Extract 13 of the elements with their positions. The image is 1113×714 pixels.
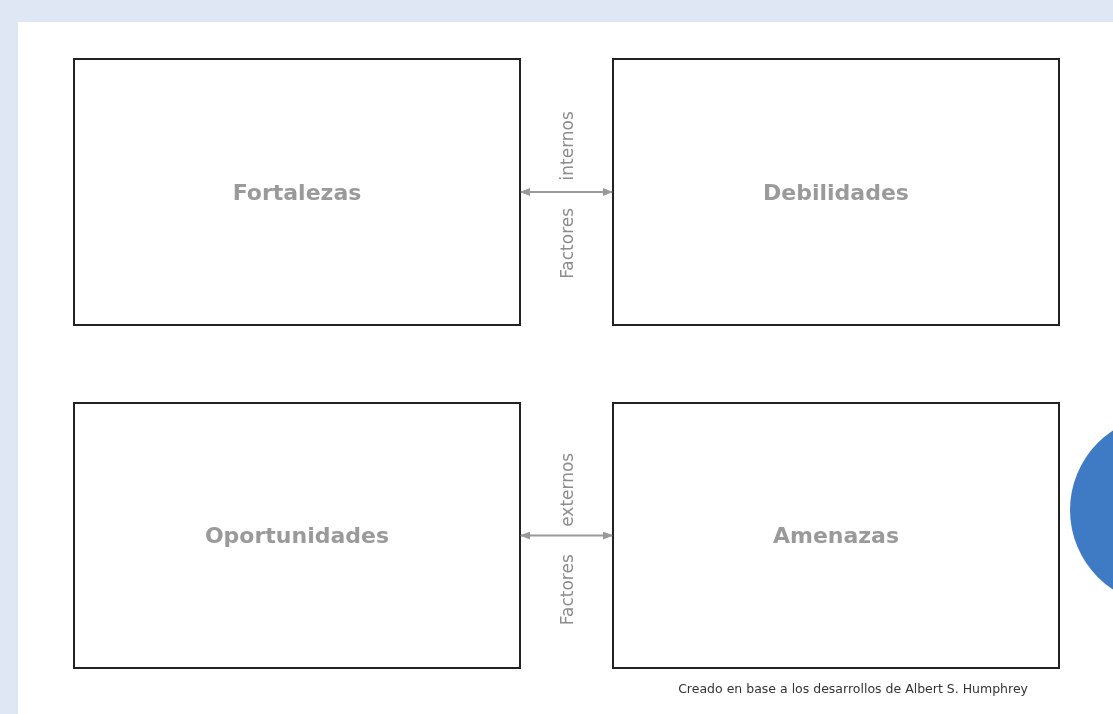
caption: Creado en base a los desarrollos de Albert S. Humphrey [678,681,1028,696]
quadrant-title: Fortalezas [232,179,362,205]
quadrant-box [73,402,521,669]
edge-label: Factores internos [556,111,577,279]
double-arrow [520,531,613,540]
quadrant-title: Debilidades [763,179,909,205]
quadrant-title: Amenazas [772,523,900,548]
quadrant-box [612,402,1060,669]
quadrant-box [73,58,521,326]
quadrant-box [612,58,1060,326]
quadrant-title: Oportunidades [204,523,390,548]
double-arrow [520,188,613,196]
edge-label: Factores externos [556,452,577,625]
